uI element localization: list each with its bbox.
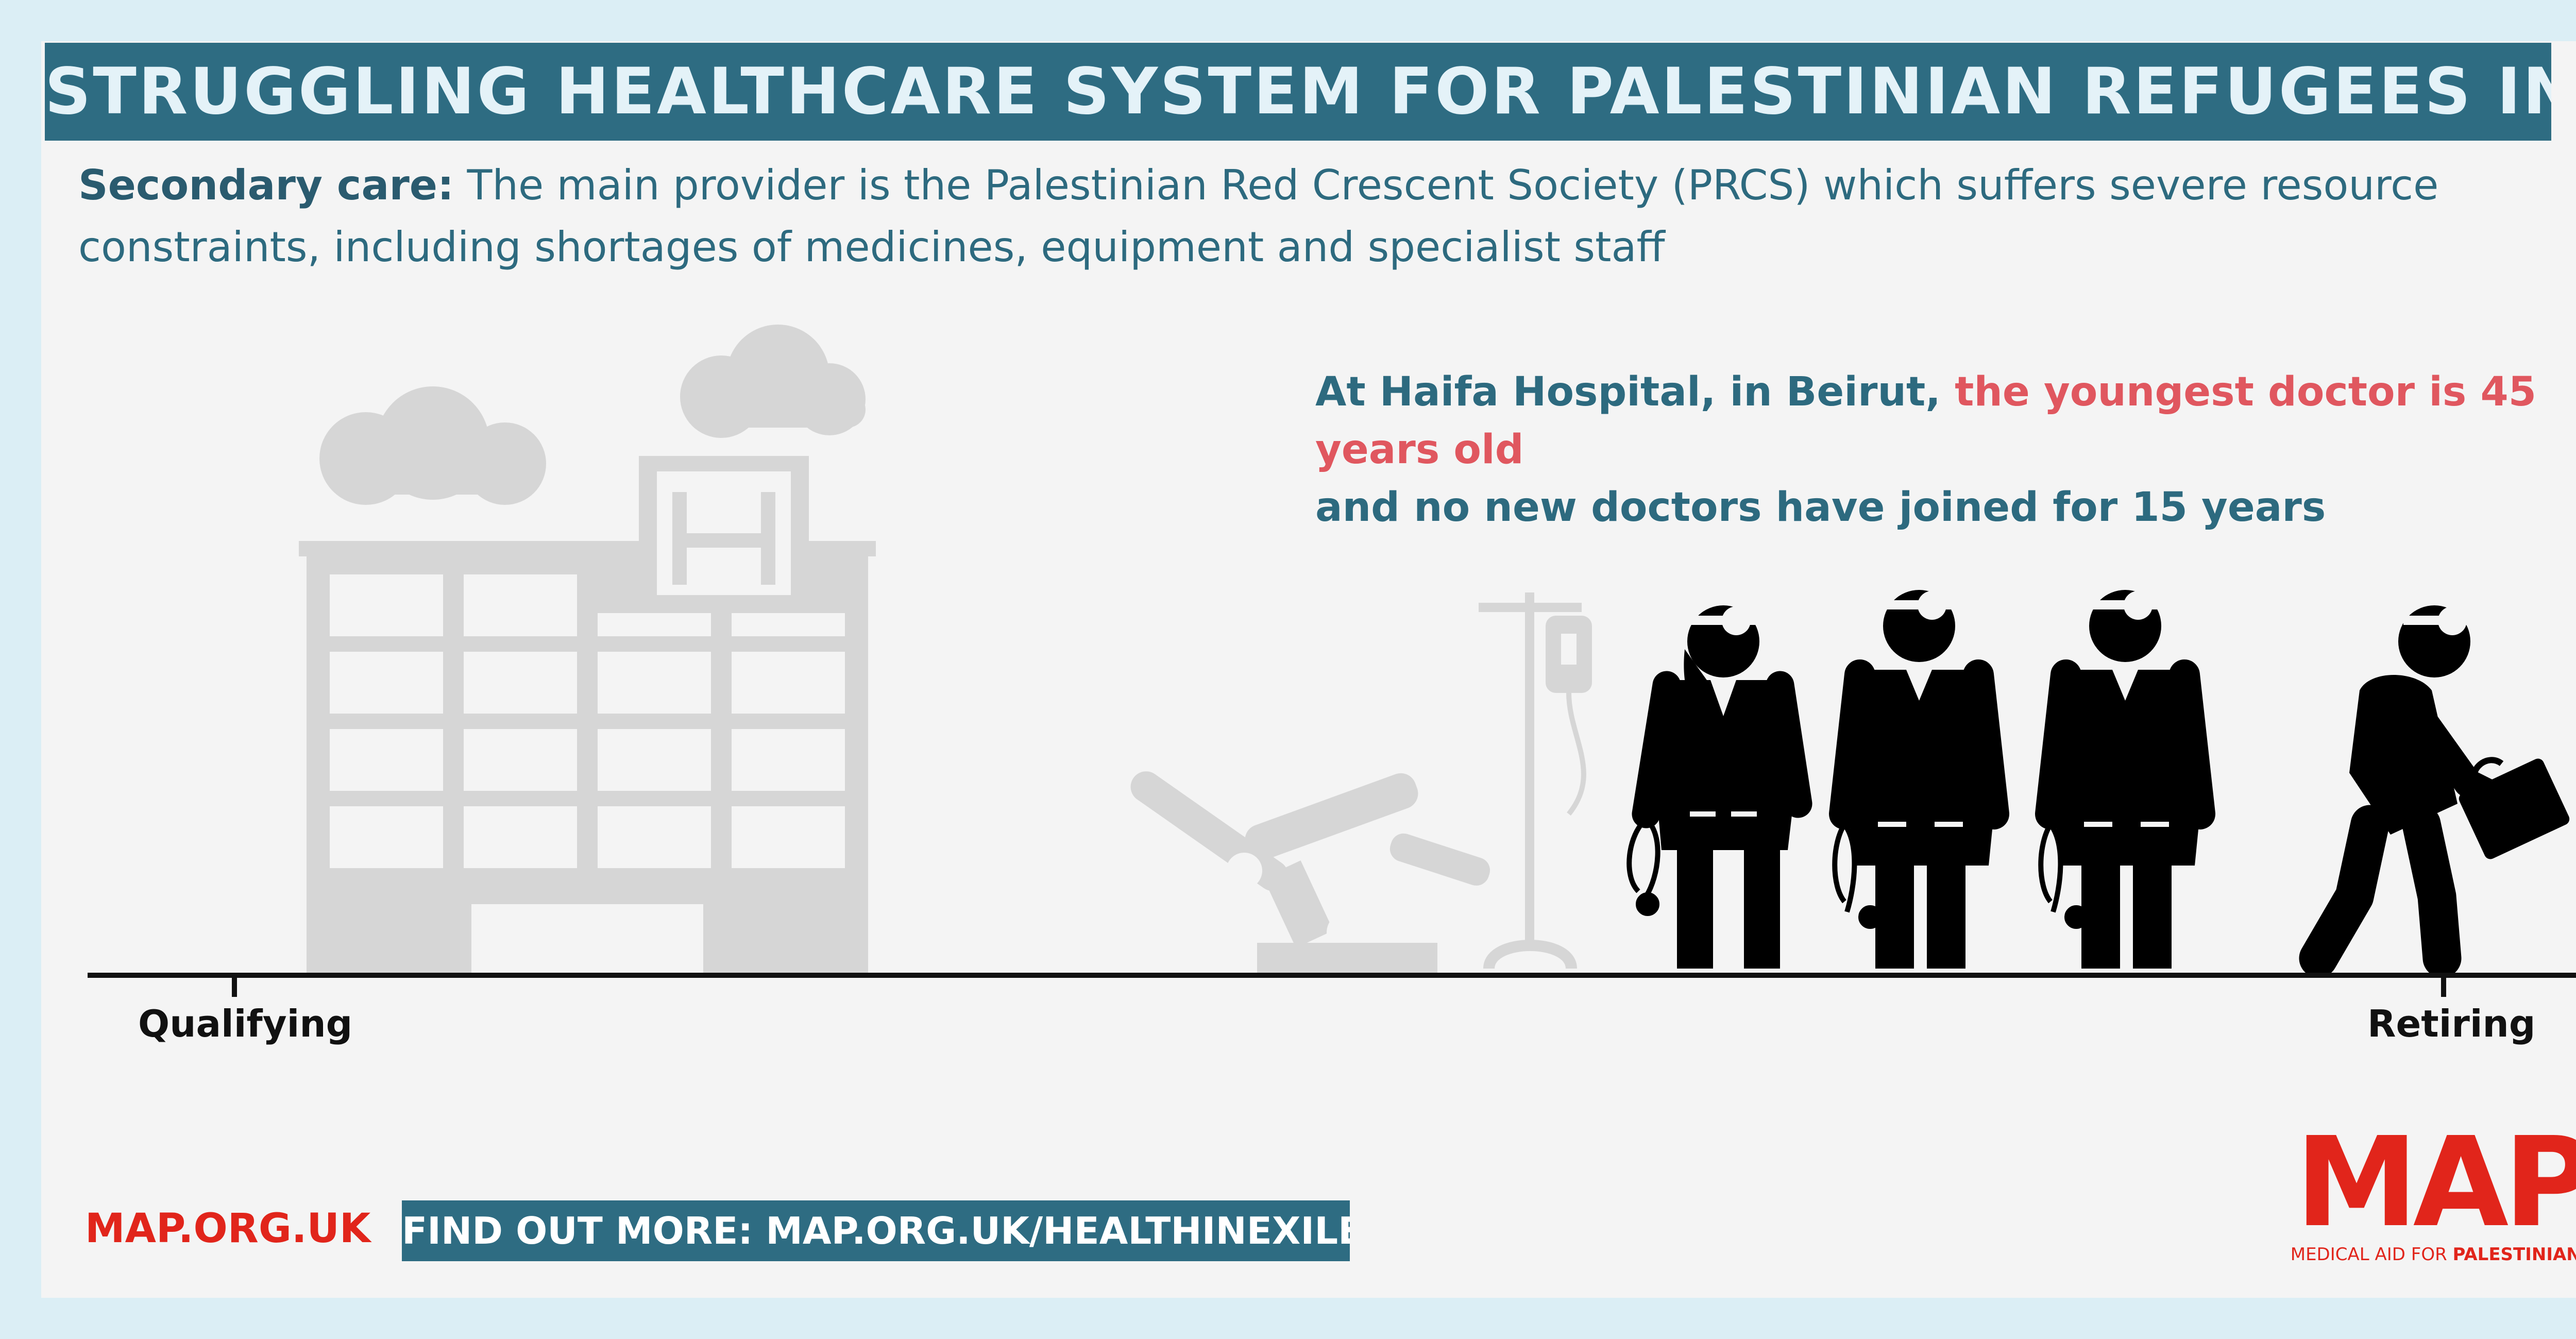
hospital-building-icon <box>299 456 876 974</box>
retiring-doctor-icon <box>2299 605 2570 978</box>
hospital-bed-icon <box>1130 771 1490 974</box>
intro-lead: Secondary care: <box>78 161 454 209</box>
cloud-icon <box>680 325 866 438</box>
intro-text: The main provider is the Palestinian Red… <box>78 161 2439 271</box>
cloud-icon <box>319 386 546 505</box>
stethoscope-icon <box>1832 823 1882 929</box>
logo-subtitle: MEDICAL AID FOR PALESTINIANS <box>2290 1244 2576 1265</box>
quote-highlight: the youngest doctor is 45 years old <box>1315 369 2537 473</box>
site-link[interactable]: MAP.ORG.UK <box>85 1206 371 1252</box>
doctor-male-icon <box>2035 590 2215 969</box>
stethoscope-icon <box>2038 823 2088 929</box>
quote-part1: At Haifa Hospital, in Beirut, <box>1315 369 1955 415</box>
find-out-more-button[interactable]: FIND OUT MORE: MAP.ORG.UK/HEALTHINEXILE <box>402 1200 1350 1261</box>
intro-paragraph: Secondary care: The main provider is the… <box>78 155 2562 278</box>
timeline-axis <box>88 973 2576 997</box>
doctor-female-icon <box>1626 605 1812 969</box>
quote-part2: and no new doctors have joined for 15 ye… <box>1315 484 2326 531</box>
haifa-quote: At Haifa Hospital, in Beirut, the younge… <box>1315 363 2552 536</box>
briefcase-icon <box>2459 757 2570 859</box>
map-logo: MAP MEDICAL AID FOR PALESTINIANS <box>2287 1115 2576 1270</box>
timeline-start-label: Qualifying <box>138 1002 353 1045</box>
timeline-end-label: Retiring <box>2367 1002 2536 1045</box>
stethoscope-icon <box>1626 817 1660 916</box>
doctor-male-icon <box>1829 590 2009 969</box>
page-title: STRUGGLING HEALTHCARE SYSTEM FOR PALESTI… <box>45 43 2551 141</box>
iv-drip-icon <box>1479 592 1592 970</box>
logo-mark: MAP <box>2295 1110 2576 1255</box>
